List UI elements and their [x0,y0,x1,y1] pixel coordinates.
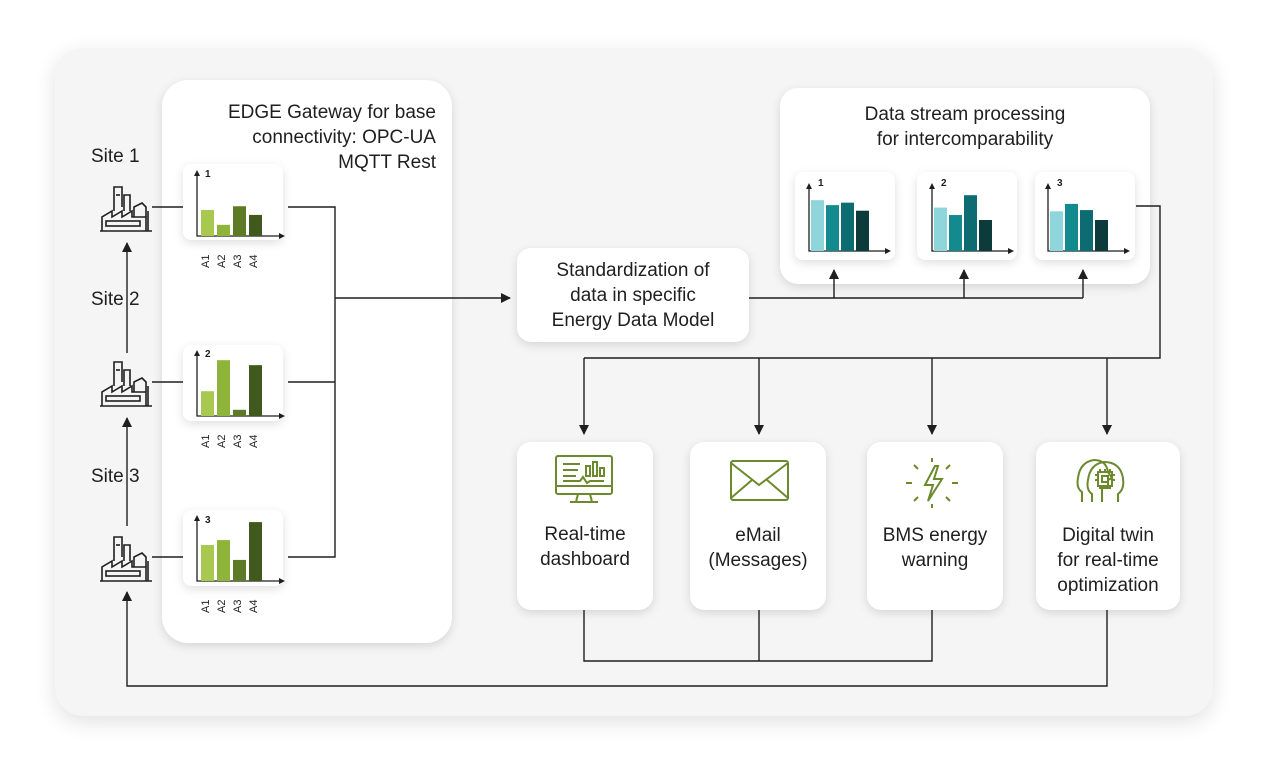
site-bar-charts [194,170,285,584]
output-bms-label: BMS energy warning [867,523,1003,573]
standardization-box [517,248,749,342]
output-card-bms [867,442,1003,610]
stream-1-bar-2 [826,205,839,251]
dashboard-line-2: dashboard [540,549,630,570]
stream-2-bar-2 [949,215,962,251]
envelope-icon [730,460,789,501]
factory-roof [101,559,147,581]
factory-chimney [113,536,123,561]
site-3-bar-chart [194,515,285,584]
stream-title-line-1: Data stream processing [864,104,1066,125]
factory-tower [133,552,147,567]
energy-bolt-icon [906,458,958,508]
site-2-chart-number: 2 [205,349,211,360]
factory-window-band [105,220,141,227]
gateway-title-line-1: EDGE Gateway for base [227,102,436,123]
standardization-line-2: data in specific [570,285,696,306]
stream-1-bar-1 [811,200,824,251]
factory-chimney-2 [123,544,131,561]
stream-3-bar-4 [1095,220,1108,251]
site-3-bar-A3 [233,559,246,581]
digital-twin-line-3: optimization [1057,575,1159,596]
site-2-bar-A2 [217,360,230,416]
data-stream-title: Data stream processing for intercomparab… [780,102,1150,152]
stream-2-bar-4 [979,220,992,251]
gateway-title-line-3: MQTT Rest [338,152,436,173]
site-1-bar-A3 [233,206,246,236]
stream-3-bar-1 [1050,211,1063,251]
stream-1-bar-3 [841,202,854,251]
standardization-line-1: Standardization of [556,260,710,281]
site-1-bar-chart [194,170,285,239]
stream-1-bar-4 [856,210,869,251]
output-icons [555,455,1125,508]
factory-icons [100,186,152,582]
standardization-text: Standardization of data in specific Ener… [517,258,749,333]
factory-roof [101,384,147,406]
factory-chimney-2 [123,369,131,386]
output-dashboard-label: Real-time dashboard [517,522,653,572]
site-1-bar-A4 [249,214,262,236]
site-3-bar-A1 [201,545,214,581]
stream-3-bar-3 [1080,210,1093,251]
dashboard-monitor-icon [555,455,613,503]
site-1-label: Site 1 [91,146,140,167]
stream-chart-3-number: 3 [1057,178,1063,189]
factory-window-band [105,395,141,402]
feedback-arrow-to-site-3 [122,591,1108,687]
factory-tower [133,377,147,392]
gateway-title-line-2: connectivity: OPC-UA [252,127,436,148]
email-line-1: eMail [735,525,781,546]
email-line-2: (Messages) [708,550,808,571]
site-3-bar-A2 [217,540,230,581]
stream-1-bar-chart [806,183,891,254]
stream-2-bar-1 [934,207,947,251]
feedback-line-outputs [583,610,933,662]
site-2-bar-chart [194,350,285,419]
site-3-bar-A4 [249,522,262,581]
output-card-email [690,442,826,610]
site-2-chart-card [183,345,283,421]
factory-chimney-2 [123,194,131,211]
bms-line-1: BMS energy [882,525,988,546]
stream-chart-2-number: 2 [941,178,947,189]
digital-twin-line-2: for real-time [1057,550,1159,571]
factory-chimney [113,186,123,211]
digital-twin-line-1: Digital twin [1062,525,1154,546]
stream-title-line-2: for intercomparability [876,129,1054,150]
stream-bar-charts [806,183,1130,254]
stream-2-bar-3 [964,195,977,251]
factory-window-band [105,570,141,577]
factory-tower [133,202,147,217]
standardization-line-3: Energy Data Model [551,310,715,331]
bms-line-2: warning [901,550,969,571]
stream-output-line [584,205,1161,359]
output-digital-twin-label: Digital twin for real-time optimization [1036,523,1180,598]
stream-chart-1-number: 1 [818,178,824,189]
stream-3-bar-2 [1065,203,1078,251]
edge-gateway-title: EDGE Gateway for base connectivity: OPC-… [178,100,436,175]
site-1-bar-A2 [217,224,230,236]
factory-icon [100,186,152,232]
output-email-label: eMail (Messages) [690,523,826,573]
connector-lines [122,205,1161,687]
digital-twin-head-icon [1076,458,1125,502]
factory-chimney [113,361,123,386]
site-1-bar-A1 [201,209,214,236]
site-1-chart-number: 1 [205,169,211,180]
site-3-chart-number: 3 [205,515,211,526]
factory-icon [100,536,152,582]
stream-2-bar-chart [929,183,1014,254]
dashboard-line-1: Real-time [544,524,626,545]
site-2-bar-A1 [201,391,214,416]
site-2-bar-A3 [233,409,246,416]
factory-icon [100,361,152,407]
site-2-bar-A4 [249,365,262,416]
factory-roof [101,209,147,231]
stream-3-bar-chart [1045,183,1130,254]
